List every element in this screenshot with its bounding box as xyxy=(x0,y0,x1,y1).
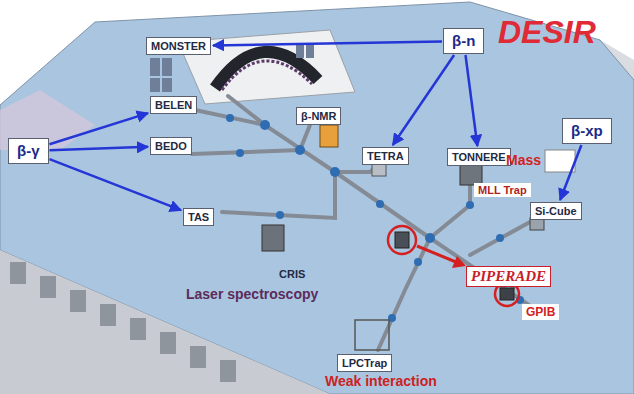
logo-text-holder: PIPERADE xyxy=(466,266,551,287)
group-label-holder: Laser spectroscopy xyxy=(186,286,318,302)
box-text: TETRA xyxy=(367,150,404,162)
front-wall xyxy=(0,250,330,394)
instrument-box: TAS xyxy=(183,208,214,226)
pointer-arrow xyxy=(393,55,454,145)
group-label: Weak interaction xyxy=(325,373,437,389)
instrument-label: CRIS xyxy=(279,268,305,280)
callout-pointer xyxy=(417,246,456,262)
instrument-box: β-γ xyxy=(8,138,49,164)
group-label-holder: Mass xyxy=(506,152,541,168)
box-text: β-n xyxy=(452,32,475,49)
box-text: β-xp xyxy=(571,122,603,139)
instrument-box: LPCTrap xyxy=(337,354,392,372)
pointer-arrow xyxy=(50,147,149,151)
box-text: β-γ xyxy=(17,142,40,159)
instrument-box: TONNERE xyxy=(447,148,511,166)
group-label-holder: Weak interaction xyxy=(325,373,437,389)
box-text: LPCTrap xyxy=(342,357,387,369)
group-label: Laser spectroscopy xyxy=(186,286,318,302)
instrument-box: MONSTER xyxy=(146,37,211,55)
pointer-arrow xyxy=(213,41,442,45)
group-label: Mass xyxy=(506,152,541,168)
box-text: β-NMR xyxy=(301,110,336,122)
box-text: TONNERE xyxy=(452,151,506,163)
pointer-arrow xyxy=(50,159,182,210)
box-text: TAS xyxy=(188,211,209,223)
callout-circle xyxy=(388,226,416,254)
instrument-label: GPIB xyxy=(526,305,555,319)
instrument-box: β-n xyxy=(443,28,484,54)
equipment xyxy=(262,125,575,350)
instrument-box: Si-Cube xyxy=(530,202,582,220)
pointer-arrow xyxy=(50,113,149,144)
instrument-box: β-NMR xyxy=(296,107,341,125)
instrument-box: TETRA xyxy=(362,147,409,165)
pointer-arrow xyxy=(560,145,581,200)
box-text: MONSTER xyxy=(151,40,206,52)
instrument-label-holder: GPIB xyxy=(522,304,559,320)
box-text: Si-Cube xyxy=(535,205,577,217)
instrument-label-holder: MLL Trap xyxy=(474,183,531,197)
instrument-label: MLL Trap xyxy=(478,184,527,196)
monster-modules xyxy=(222,61,312,90)
beam-lines xyxy=(192,96,548,350)
instrument-label-holder: CRIS xyxy=(279,268,305,280)
logo-text-holder: DESIR xyxy=(498,14,596,51)
logo-text: DESIR xyxy=(498,14,596,50)
pointer-arrow xyxy=(466,55,478,146)
instrument-box: BEDO xyxy=(150,137,192,155)
callout-arrowhead xyxy=(452,256,466,268)
wall-windows xyxy=(10,262,236,382)
box-text: BELEN xyxy=(155,99,192,111)
instrument-box: β-xp xyxy=(562,118,612,144)
instrument-box: BELEN xyxy=(150,96,197,114)
box-text: BEDO xyxy=(155,140,187,152)
logo-text: PIPERADE xyxy=(471,268,546,284)
